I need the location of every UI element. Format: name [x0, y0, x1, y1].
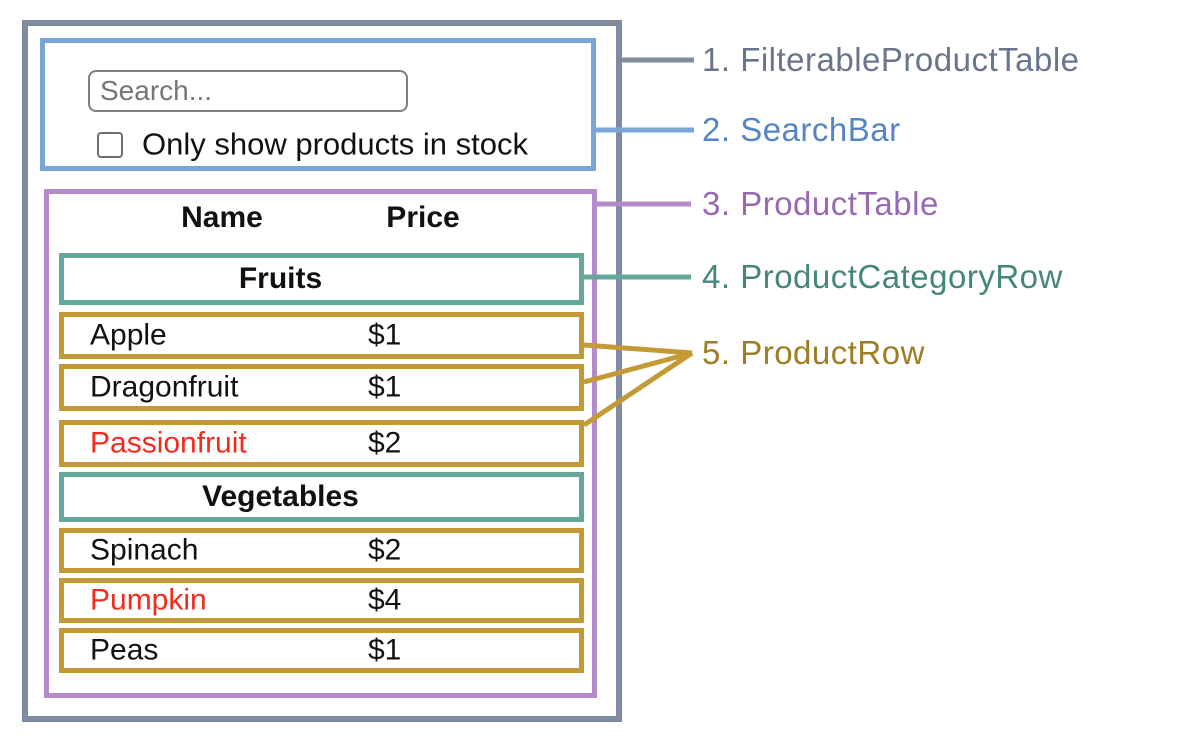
search-input[interactable]: [88, 70, 408, 112]
in-stock-checkbox-label: Only show products in stock: [142, 126, 528, 162]
product-price-cell: $1: [368, 632, 402, 666]
product-name-cell: Apple: [90, 317, 167, 351]
product-price-cell: $1: [368, 317, 402, 351]
product-name-cell: Peas: [90, 632, 159, 666]
product-name-cell: Pumpkin: [90, 582, 207, 616]
category-label: Vegetables: [202, 480, 359, 513]
name-column-header: Name: [181, 201, 263, 234]
product-price-cell: $2: [368, 425, 402, 459]
legend-label-product-row: 5. ProductRow: [702, 334, 925, 371]
product-name-cell: Passionfruit: [90, 425, 247, 459]
product-row-passionfruit: Passionfruit $2: [59, 420, 584, 467]
product-category-row-fruits: Fruits: [59, 253, 584, 305]
product-name-cell: Spinach: [90, 532, 199, 566]
product-price-cell: $4: [368, 582, 402, 616]
product-row-apple: Apple $1: [59, 312, 584, 359]
product-row-dragonfruit: Dragonfruit $1: [59, 364, 584, 411]
product-row-peas: Peas $1: [59, 628, 584, 673]
product-category-row-vegetables: Vegetables: [59, 472, 584, 522]
product-price-cell: $2: [368, 532, 402, 566]
legend-label-product-category-row: 4. ProductCategoryRow: [702, 258, 1063, 295]
legend-label-filterable-product-table: 1. FilterableProductTable: [702, 41, 1080, 78]
product-row-pumpkin: Pumpkin $4: [59, 578, 584, 623]
product-price-cell: $1: [368, 369, 402, 403]
product-name-cell: Dragonfruit: [90, 369, 239, 403]
legend-label-product-table: 3. ProductTable: [702, 185, 939, 222]
category-label: Fruits: [238, 262, 323, 295]
price-column-header: Price: [386, 201, 460, 234]
in-stock-checkbox[interactable]: [97, 132, 123, 158]
legend-label-search-bar: 2. SearchBar: [702, 111, 901, 148]
product-row-spinach: Spinach $2: [59, 528, 584, 573]
